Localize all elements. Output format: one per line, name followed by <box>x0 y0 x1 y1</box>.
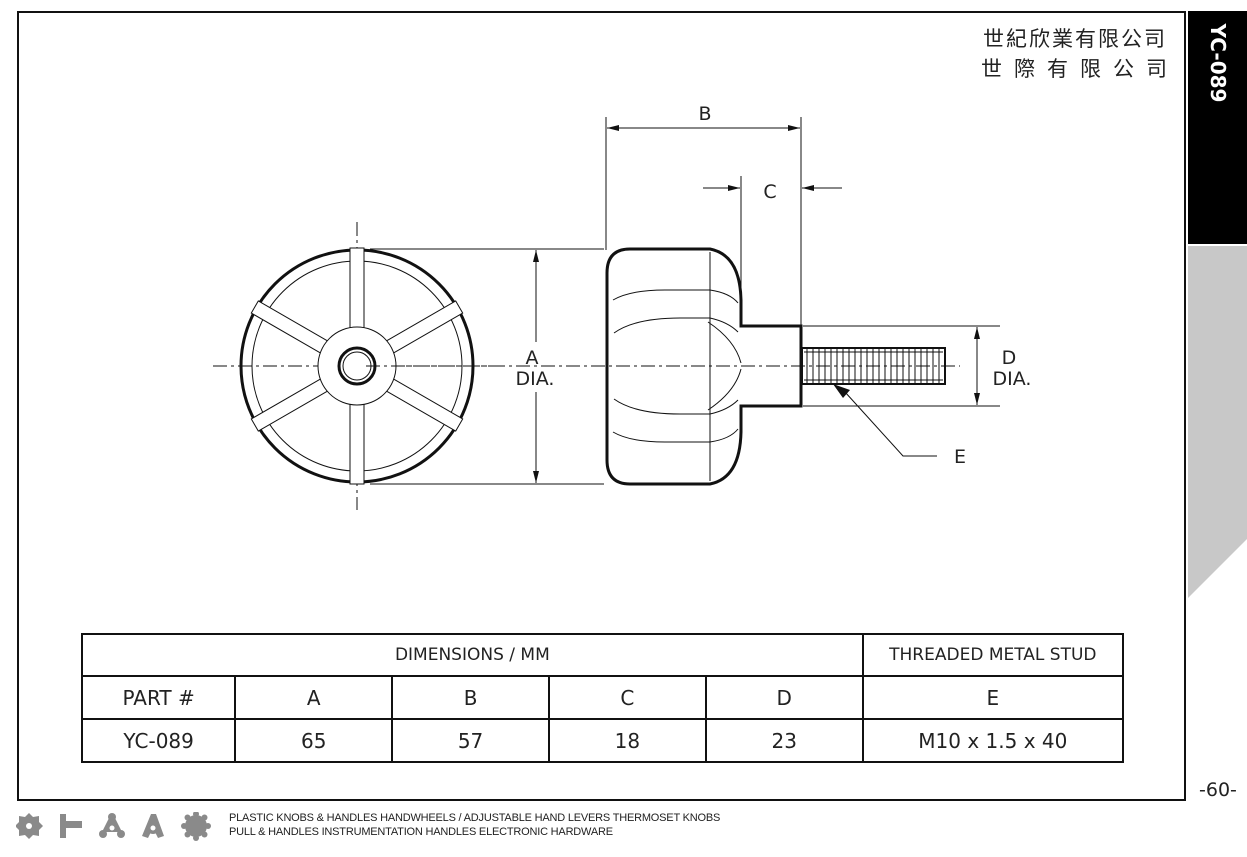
cell-a: 65 <box>234 718 394 763</box>
dimension-labels: B C A DIA. D DIA. E <box>516 103 1032 468</box>
label-a-dia: DIA. <box>516 368 555 390</box>
company-name: 世紀欣業有限公司 世際有限公司 <box>981 24 1167 84</box>
col-header-e: E <box>861 675 1125 720</box>
side-tab-gray <box>1188 246 1247 598</box>
table-column-header-row: PART # A B C D E <box>80 675 1125 720</box>
side-tab-black <box>1188 11 1247 244</box>
cell-e: M10 x 1.5 x 40 <box>861 718 1125 763</box>
cell-b: 57 <box>391 718 550 763</box>
col-header-c: C <box>547 675 707 720</box>
label-a: A <box>526 347 539 369</box>
label-d-dia: DIA. <box>993 368 1032 390</box>
cell-part: YC-089 <box>80 718 237 763</box>
side-view <box>366 247 960 486</box>
footer-text: PLASTIC KNOBS & HANDLES HANDWHEELS / ADJ… <box>229 811 720 839</box>
stud-header: THREADED METAL STUD <box>861 633 1125 677</box>
table-header-row: DIMENSIONS / MM THREADED METAL STUD <box>81 633 1125 677</box>
company-name-line2: 世際有限公司 <box>981 57 1179 81</box>
dimensions-table: DIMENSIONS / MM THREADED METAL STUD PART… <box>80 633 1125 763</box>
three-lobe-knob-icon <box>99 813 125 838</box>
tee-handle-icon <box>60 814 82 838</box>
footer-icons <box>16 812 211 841</box>
table-row: YC-089 65 57 18 23 M10 x 1.5 x 40 <box>80 718 1125 763</box>
col-header-b: B <box>391 675 550 720</box>
drawing-frame <box>17 11 1186 801</box>
footer-line2: PULL & HANDLES INSTRUMENTATION HANDLES E… <box>229 826 613 838</box>
label-b: B <box>698 103 711 125</box>
cell-c: 18 <box>547 718 707 763</box>
footer-line1: PLASTIC KNOBS & HANDLES HANDWHEELS / ADJ… <box>229 812 721 824</box>
label-d: D <box>1002 347 1017 369</box>
col-header-d: D <box>704 675 864 720</box>
label-e: E <box>954 446 966 468</box>
col-header-part: PART # <box>80 675 237 720</box>
front-view <box>213 222 500 510</box>
stud-threads <box>806 348 940 384</box>
dimension-lines <box>370 117 1000 485</box>
page-number: -60- <box>1199 779 1237 801</box>
gear-knob-icon <box>16 813 43 839</box>
cell-d: 23 <box>704 718 864 763</box>
company-name-line1: 世紀欣業有限公司 <box>983 27 1167 51</box>
scalloped-knob-icon <box>181 812 211 841</box>
col-header-a: A <box>234 675 394 720</box>
three-arm-knob-icon <box>142 814 164 838</box>
label-c: C <box>763 181 776 203</box>
dimensions-header: DIMENSIONS / MM <box>81 633 864 677</box>
